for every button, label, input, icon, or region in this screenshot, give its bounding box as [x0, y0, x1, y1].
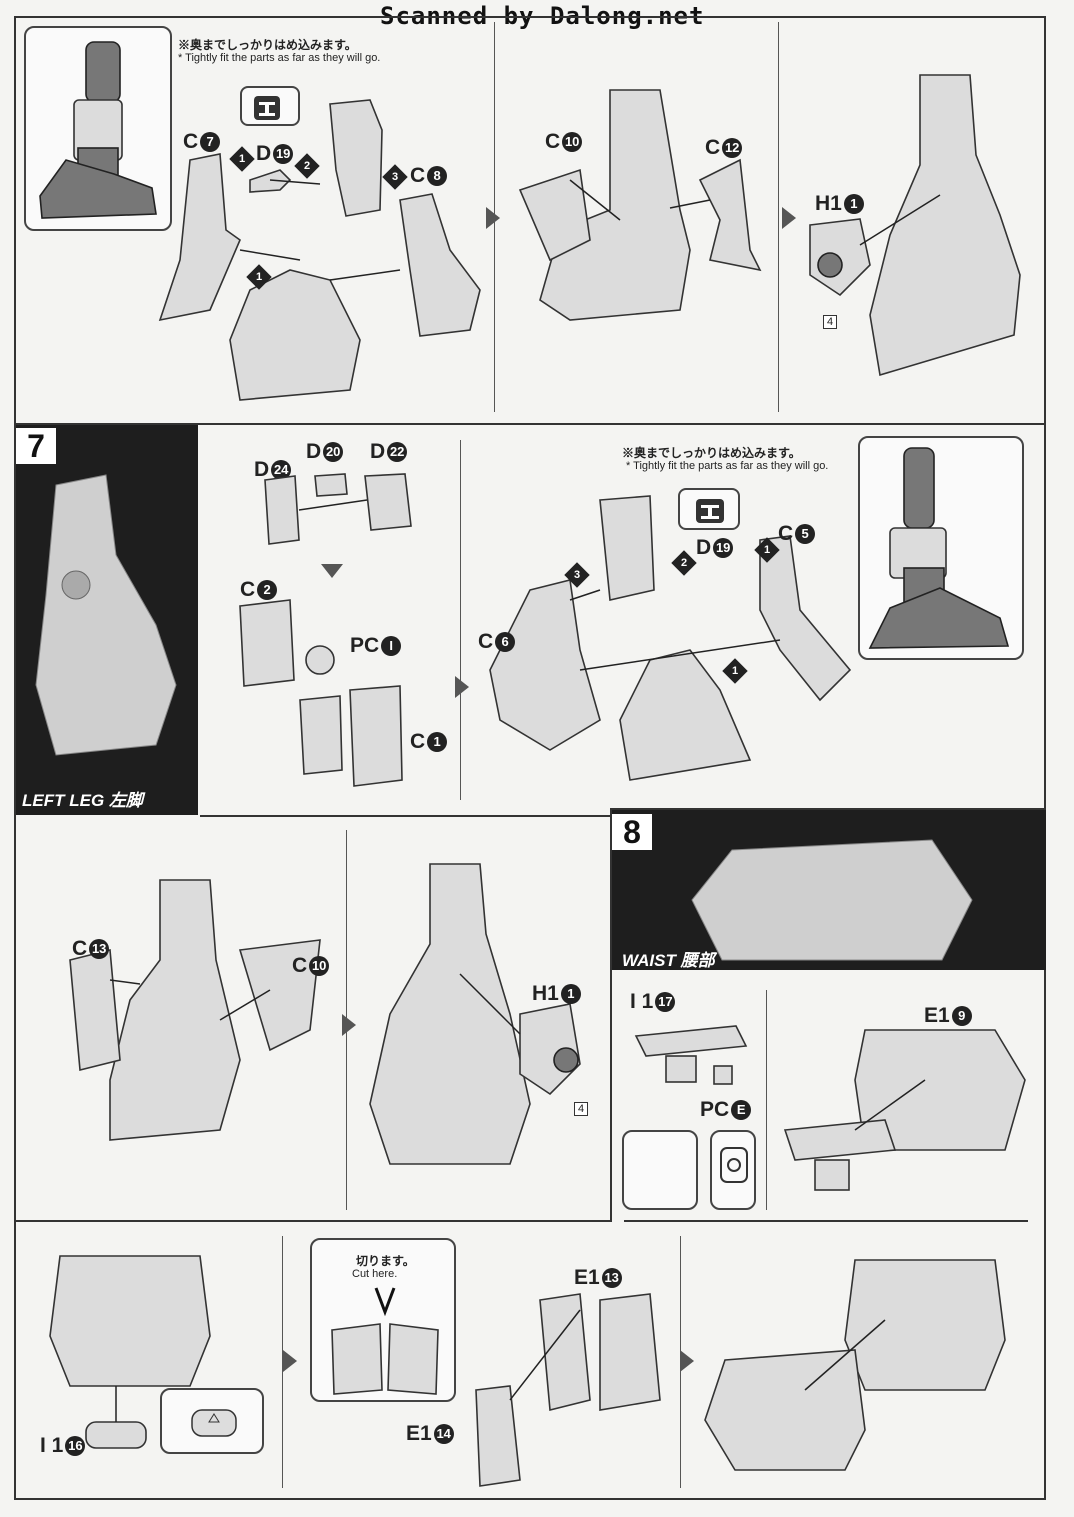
section-8-header-panel: [612, 810, 1046, 970]
s7c-right-border: [610, 810, 612, 1222]
section-8-number: 8: [612, 814, 652, 850]
s7-c-parts-drawing: [239, 599, 403, 787]
s8-bottom-divider: [624, 1220, 1028, 1222]
top-step-h1-assembly: [809, 74, 1021, 377]
cut-here-note-jp: 切ります。: [356, 1254, 415, 1268]
step-1-marker: 1: [229, 146, 255, 172]
step-3-marker: 3: [382, 164, 408, 190]
next-arrow-icon-4: [342, 1014, 356, 1036]
s7-bottom-divider: [200, 815, 610, 817]
mid-divider: [14, 1220, 612, 1222]
section-7-number: 7: [16, 428, 56, 464]
step-1-marker-s7-lower: 1: [722, 658, 748, 684]
s8-i17-drawing: [634, 1025, 748, 1085]
reference-inset-left-leg: [858, 436, 1024, 660]
left-leg-silhouette-icon: [868, 447, 1010, 649]
page-frame: [14, 16, 1046, 1500]
s8-divider: [766, 990, 767, 1210]
s7c-h1-assembly: [369, 863, 581, 1165]
instruction-note-en: * Tightly fit the parts as far as they w…: [178, 52, 381, 64]
s8-e19-assembly: [783, 1029, 1026, 1191]
pc-part-icon: [720, 1147, 748, 1183]
leg-silhouette-icon: [39, 41, 157, 219]
section-7-label: LEFT LEG 左脚: [22, 791, 143, 810]
s7-bottom-divider-r: [610, 808, 1046, 810]
instruction-note-jp: ※奥までしっかりはめ込みます。: [178, 38, 357, 52]
detail-inset-i16: [160, 1388, 264, 1454]
step-2-marker: 2: [294, 153, 320, 179]
bottom-i16-assembly: [49, 1255, 211, 1449]
detail-inset-pc: [710, 1130, 756, 1210]
s7-divider-1: [460, 440, 461, 800]
next-arrow-icon-2: [782, 207, 796, 229]
instruction-note-en-2: * Tightly fit the parts as far as they w…: [626, 460, 829, 472]
fit-tightly-icon-box-2: [678, 488, 740, 530]
next-arrow-icon-3: [455, 676, 469, 698]
top-step-left-leg-assembly: [158, 99, 481, 401]
left-leg-render-image: [35, 474, 177, 756]
section-7-header-panel: [16, 425, 198, 815]
step-2-marker-s7: 2: [671, 550, 697, 576]
fit-tightly-icon-box: [240, 86, 300, 126]
fit-tightly-icon-2: [696, 499, 724, 523]
down-arrow-icon: [321, 564, 343, 578]
s7-d-parts-drawing: [264, 473, 412, 545]
bottom-waist-final-assembly: [704, 1259, 1006, 1471]
top-step-c10-c12-assembly: [518, 89, 762, 321]
step-1-marker-lower: 1: [246, 264, 272, 290]
detail-inset-front: [622, 1130, 698, 1210]
next-arrow-icon-6: [680, 1350, 694, 1372]
reference-inset-right-leg: [24, 26, 172, 231]
i16-detail-icon: [191, 1409, 237, 1437]
bottom-e13-e14-drawing: [475, 1293, 661, 1487]
next-arrow-icon-5: [283, 1350, 297, 1372]
s7-leg-assembly-drawing: [489, 495, 852, 781]
next-arrow-icon: [486, 207, 500, 229]
page-reference-2: 4: [574, 1102, 589, 1116]
step-3-marker-s7: 3: [564, 562, 590, 588]
cut-here-note-en: Cut here.: [352, 1268, 398, 1280]
top-row-divider: [14, 423, 1046, 425]
instruction-note-jp-2: ※奥までしっかりはめ込みます。: [622, 446, 801, 460]
step-1-marker-s7: 1: [754, 537, 780, 563]
fit-tightly-icon: [254, 96, 280, 120]
top-divider-2: [778, 22, 779, 412]
bottom-divider-1: [282, 1236, 283, 1488]
scissors-cut-icon: [331, 1287, 439, 1395]
page-reference: 4: [823, 315, 838, 329]
waist-render-image: [691, 839, 973, 961]
cut-here-inset: [310, 1238, 456, 1402]
section-8-label: WAIST 腰部: [622, 951, 715, 970]
s7c-c13-c10-assembly: [69, 879, 321, 1141]
